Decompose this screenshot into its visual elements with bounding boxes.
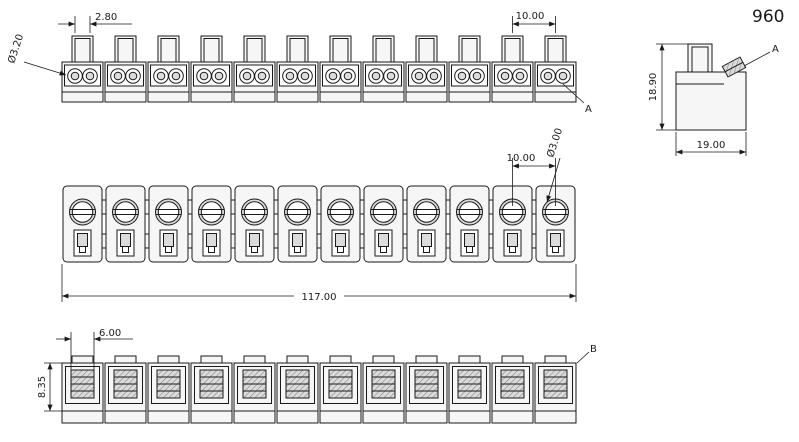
part-number: 960	[752, 7, 784, 27]
side-detail-marker: A	[743, 44, 779, 67]
bottom-view-strip	[61, 355, 577, 424]
dim-overall-length-label: 117.00	[302, 292, 337, 303]
dim-side-height-label: 18.90	[648, 73, 659, 102]
dim-bottom-screw-width: 6.00	[56, 328, 133, 372]
side-view: 18.90 19.00 A	[648, 43, 779, 156]
dim-side-depth: 19.00	[675, 132, 747, 156]
dim-bottom-section-height: 8.35	[37, 362, 62, 412]
front-detail-letter: A	[585, 104, 592, 115]
bottom-detail-letter: B	[590, 344, 597, 355]
dim-front-hole-dia-label: Ø3.20	[5, 33, 26, 65]
dim-front-hole-pitch-label: 2.80	[95, 12, 117, 23]
bottom-detail-marker: B	[576, 344, 597, 364]
dim-side-height: 18.90	[648, 43, 688, 131]
dim-front-hole-dia: Ø3.20	[5, 33, 67, 76]
side-detail-letter: A	[772, 44, 779, 55]
dim-overall-length: 117.00	[61, 264, 577, 303]
front-detail-marker: A	[562, 83, 592, 115]
dim-front-pole-pitch: 10.00	[512, 11, 556, 33]
dim-plan-pole-pitch-label: 10.00	[507, 153, 536, 164]
dim-bottom-section-height-label: 8.35	[37, 376, 48, 398]
plan-view-strip	[62, 185, 576, 263]
dim-side-depth-label: 19.00	[697, 140, 726, 151]
dim-plan-pole-pitch: 10.00	[507, 153, 556, 206]
dim-bottom-screw-width-label: 6.00	[99, 328, 121, 339]
front-view-strip	[61, 35, 577, 103]
dim-front-pole-pitch-label: 10.00	[516, 11, 545, 22]
dim-front-hole-pitch: 2.80	[58, 12, 132, 33]
dim-plan-hole-dia-label: Ø3.00	[544, 127, 565, 159]
